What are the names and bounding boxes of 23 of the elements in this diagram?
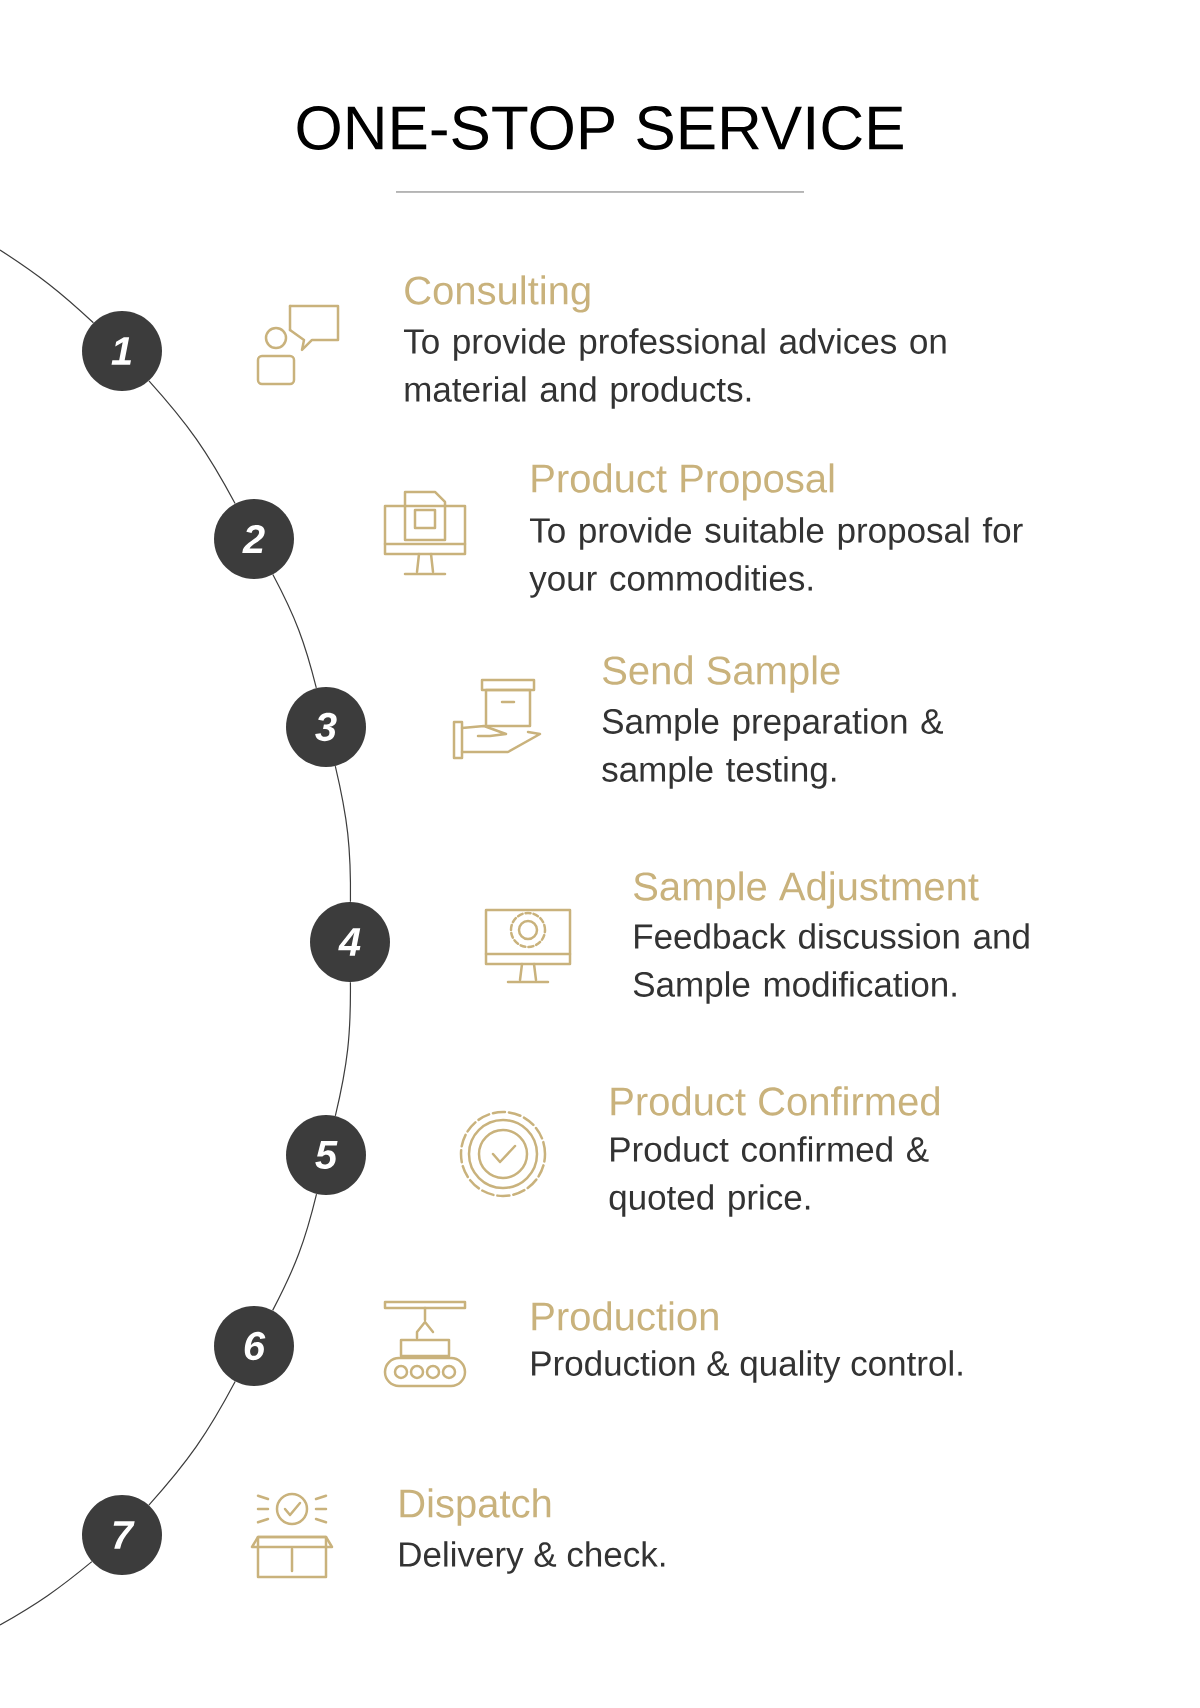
step-heading: Product Confirmed (611, 1086, 940, 1116)
step-description: Sample preparation & sample testing. (602, 708, 943, 789)
step-description: Delivery & check. (400, 1541, 665, 1574)
step-heading: Consulting (405, 275, 590, 313)
step-description: To provide professional advices on material and products. (404, 328, 946, 409)
step-heading: Dispatch (400, 1488, 551, 1526)
title: ONE-STOP SERVICE (297, 106, 903, 150)
step-heading: Production (532, 1301, 718, 1331)
arc-line (272, 573, 317, 689)
arc-line (148, 380, 236, 505)
arc-line (0, 1561, 93, 1626)
arc-line (148, 1380, 236, 1506)
step-description: Production & quality control. (532, 1350, 962, 1383)
arc-line (334, 981, 352, 1117)
arc-line (0, 249, 94, 324)
step-heading: Sample Adjustment (634, 871, 979, 909)
step-description: To provide suitable proposal for your commodities. (529, 517, 1023, 598)
arc-line (334, 765, 352, 903)
step-description: Feedback discussion and Sample modification. (633, 923, 1029, 1004)
arc-line (272, 1193, 318, 1311)
step-description: Product confirmed & quoted price. (609, 1136, 929, 1217)
step-heading: Send Sample (603, 655, 840, 693)
step-heading: Product Proposal (532, 463, 834, 501)
